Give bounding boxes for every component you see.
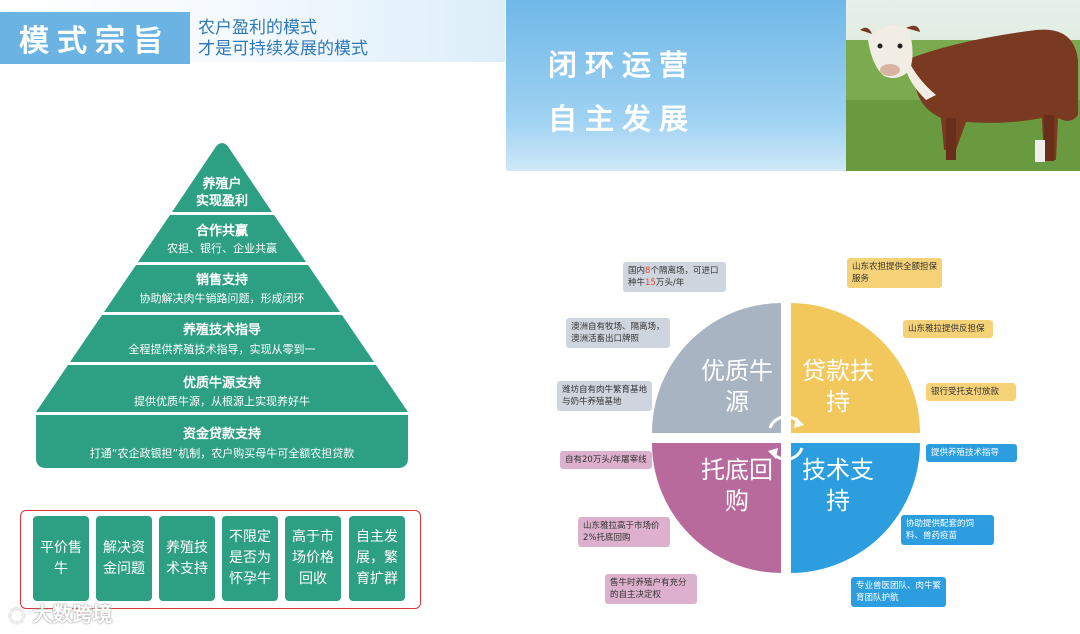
motto: 农户盈利的模式 才是可持续发展的模式 [198,18,498,60]
callout-import-capacity-a: 国内 [628,266,645,276]
quadrant-label-top-left: 优质牛源 [692,356,782,418]
quadrant-label-bottom-left: 托底回购 [692,455,782,517]
callout-tech-guidance: 提供养殖技术指导 [926,444,1017,462]
callout-weifang-base: 潍坊自有肉牛繁育基地与奶牛养殖基地 [557,381,652,411]
banner-line-2: 自主发展 [548,92,696,146]
callout-sale-autonomy: 售牛时养殖户有充分的自主决定权 [605,574,697,604]
callout-guarantee: 山东农担提供全额担保服务 [847,258,942,288]
quadrant-label-top-right: 贷款扶持 [793,356,883,418]
callout-slaughter-line: 自有20万头/年屠宰线 [560,451,652,469]
pyramid-level-2-title: 合作共赢 [36,220,408,239]
pyramid-level-6-desc: 打通“农企政银担”机制，农户购买母牛可全额农担贷款 [36,445,408,461]
section-title: 模式宗旨 [0,12,190,64]
callout-feed-vaccine: 协助提供配套的饲料、兽药疫苗 [901,515,994,545]
callout-counter-guarantee: 山东雅拉提供反担保 [903,320,993,338]
pyramid-level-6-title: 资金贷款支持 [36,423,408,442]
pyramid-level-4-desc: 全程提供养殖技术指导，实现从零到一 [36,341,408,357]
callout-australia-ranch: 澳洲自有牧场、隔离场，澳洲活畜出口牌照 [566,318,670,348]
banner-text: 闭环运营 自主发展 [548,38,696,146]
pyramid-level-1-title-2: 实现盈利 [36,190,408,209]
watermark-text: 大数跨境 [32,602,112,626]
quadrant-label-bottom-right: 技术支持 [793,455,883,517]
closed-loop-diagram [650,300,922,578]
callout-bank-loan: 银行受托支付放款 [926,383,1016,401]
cattle-photo [846,0,1080,171]
motto-line-1: 农户盈利的模式 [198,18,498,39]
pyramid-level-5-desc: 提供优质牛源，从根源上实现养好牛 [36,393,408,409]
pyramid-level-5-title: 优质牛源支持 [36,372,408,391]
benefit-tile-4: 不限定是否为怀孕牛 [222,516,278,601]
pyramid-level-3-title: 销售支持 [36,269,408,288]
callout-import-capacity: 国内8个隔离场，可进口种牛15万头/年 [623,262,726,292]
watermark-logo-icon: ◌ [8,602,25,626]
benefit-tile-2: 解决资金问题 [96,516,152,601]
benefit-tile-5: 高于市场价格回收 [285,516,341,601]
callout-import-capacity-e: 万头/年 [656,278,684,288]
motto-line-2: 才是可持续发展的模式 [198,39,498,60]
benefit-tile-3: 养殖技术支持 [159,516,215,601]
benefit-tile-6: 自主发展，繁育扩群 [349,516,405,601]
callout-buyback: 山东雅拉高于市场价2%托底回购 [578,517,670,547]
pyramid-level-4-title: 养殖技术指导 [36,319,408,338]
pyramid-level-2-desc: 农担、银行、企业共赢 [36,240,408,256]
callout-import-capacity-d: 15 [645,278,656,288]
banner-line-1: 闭环运营 [548,38,696,92]
pyramid-labels: 养殖户 实现盈利 合作共赢 农担、银行、企业共赢 销售支持 协助解决肉牛销路问题… [36,143,408,470]
benefit-tile-1: 平价售牛 [33,516,89,601]
callout-vet-team: 专业兽医团队、肉牛繁育团队护航 [851,577,946,607]
watermark: ◌ 大数跨境 [8,598,112,627]
pyramid-level-3-desc: 协助解决肉牛销路问题，形成闭环 [36,290,408,306]
